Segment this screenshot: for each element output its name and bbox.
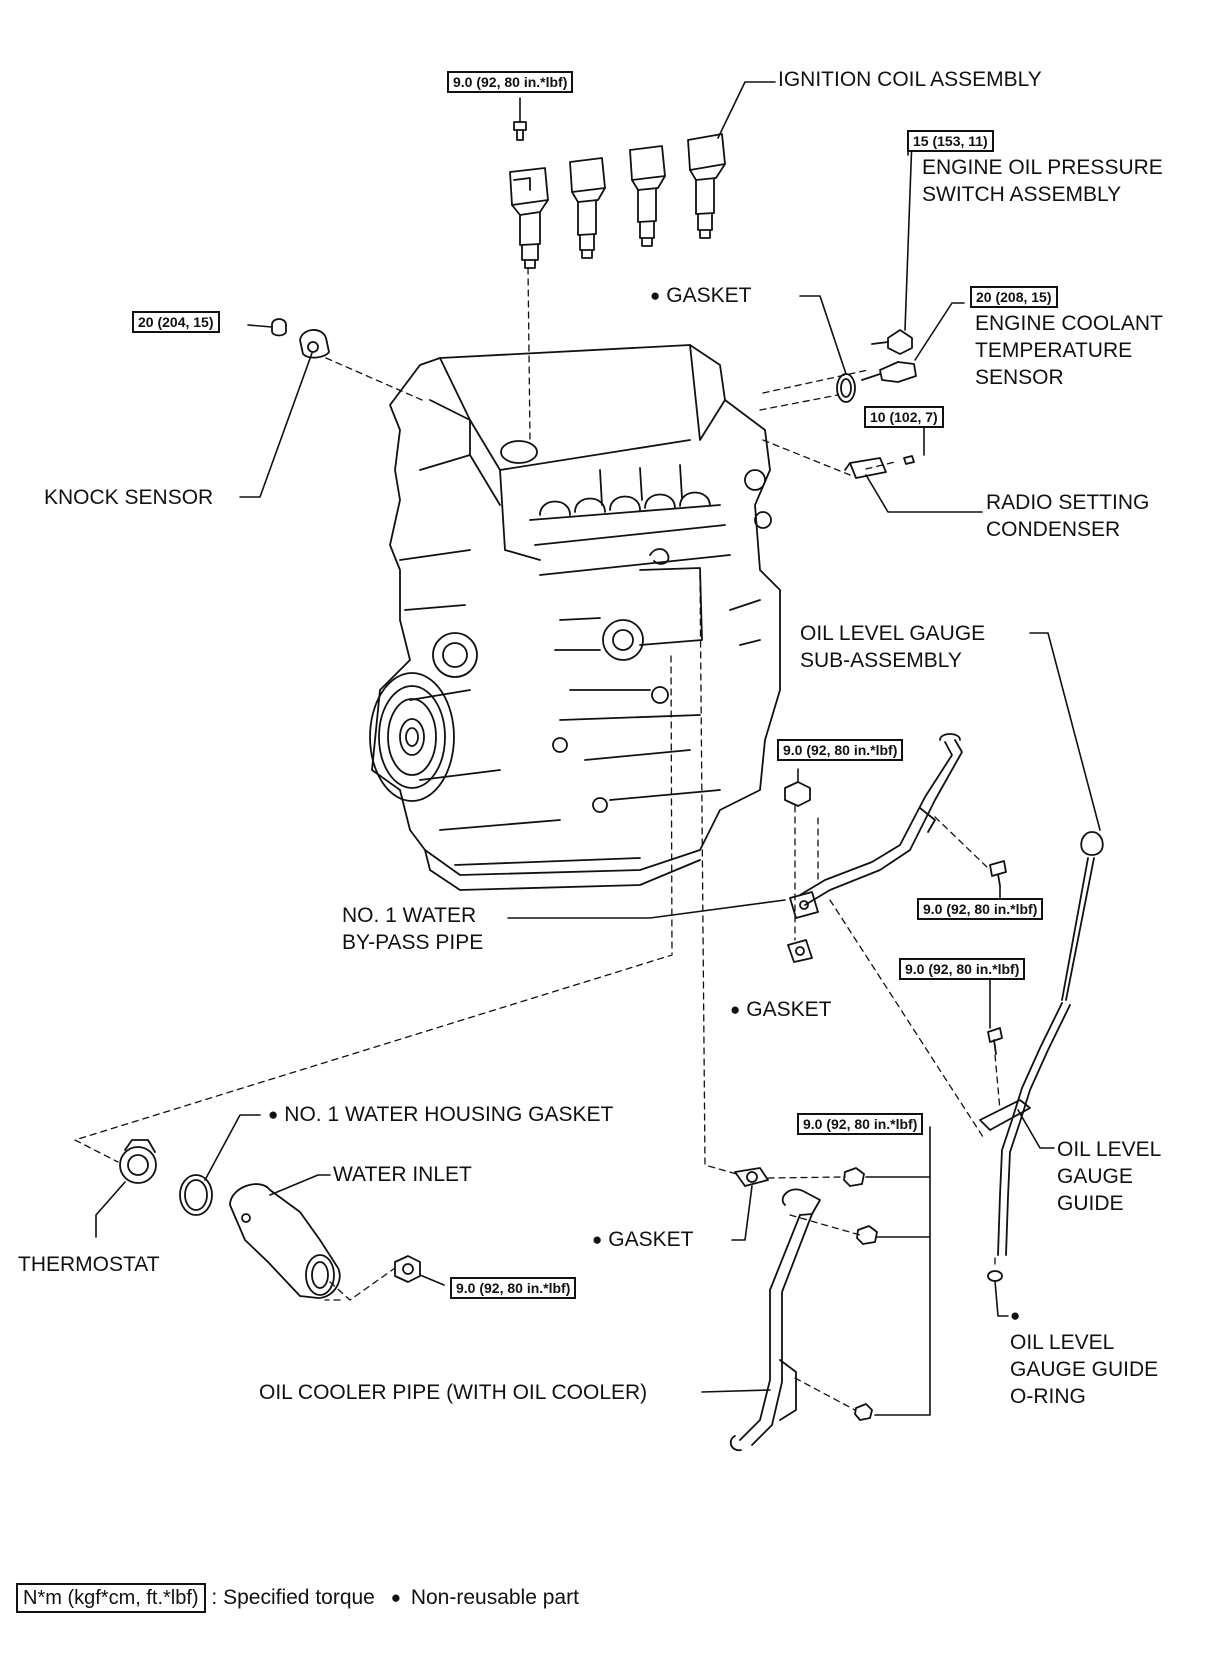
legend-nonreusable-text: Non-reusable part: [410, 1586, 579, 1609]
label-gauge-guide-oring: ●OIL LEVEL GAUGE GUIDE O-RING: [1010, 1306, 1159, 1408]
torque-spec-coolant-sensor: 20 (208, 15): [970, 286, 1058, 308]
torque-spec-oil-pressure-switch: 15 (153, 11): [907, 130, 994, 152]
label-knock-sensor: KNOCK SENSOR: [44, 486, 214, 509]
label-oil-cooler-pipe: OIL COOLER PIPE (WITH OIL COOLER): [259, 1381, 648, 1404]
legend-torque-box: N*m (kgf*cm, ft.*lbf): [16, 1583, 206, 1613]
label-ignition-coil-assembly: IGNITION COIL ASSEMBLY: [778, 68, 1042, 91]
torque-spec-guide-bolt: 9.0 (92, 80 in.*lbf): [899, 958, 1026, 980]
label-water-inlet: WATER INLET: [333, 1163, 472, 1186]
torque-spec-knock-sensor: 20 (204, 15): [132, 311, 220, 333]
label-radio-condenser: RADIO SETTING CONDENSER: [986, 491, 1150, 541]
label-water-housing-gasket: NO. 1 WATER HOUSING GASKET: [268, 1101, 613, 1129]
label-gasket-mid: GASKET: [730, 996, 831, 1024]
small-parts: [119, 318, 1007, 1421]
torque-spec-coil-bolt: 9.0 (92, 80 in.*lbf): [447, 71, 574, 93]
pipes: [729, 733, 1104, 1452]
torque-spec-bypass-nut: 9.0 (92, 80 in.*lbf): [777, 739, 904, 761]
label-thermostat: THERMOSTAT: [18, 1253, 160, 1276]
crank-pulley: [369, 672, 455, 802]
leader-lines: [95, 81, 1101, 1416]
label-gasket-low: GASKET: [592, 1226, 693, 1254]
torque-spec-cooler-pipe: 9.0 (92, 80 in.*lbf): [797, 1113, 924, 1135]
label-coolant-temp-sensor: ENGINE COOLANT TEMPERATURE SENSOR: [975, 312, 1163, 389]
assembly-lines: [74, 267, 1001, 1411]
torque-spec-water-inlet: 9.0 (92, 80 in.*lbf): [450, 1277, 577, 1299]
legend-bullet-icon: ●: [390, 1588, 401, 1607]
label-gauge-guide: OIL LEVEL GAUGE GUIDE: [1057, 1138, 1162, 1215]
label-oil-pressure-switch: ENGINE OIL PRESSURE SWITCH ASSEMBLY: [922, 156, 1163, 206]
torque-spec-bypass-bolt: 9.0 (92, 80 in.*lbf): [917, 898, 1044, 920]
label-water-bypass-pipe: NO. 1 WATER BY-PASS PIPE: [342, 904, 484, 954]
label-oil-level-gauge: OIL LEVEL GAUGE SUB-ASSEMBLY: [800, 622, 986, 672]
label-gasket-top: GASKET: [650, 282, 751, 310]
ignition-coils: [509, 121, 726, 269]
legend-torque-text: : Specified torque: [211, 1586, 375, 1609]
legend: N*m (kgf*cm, ft.*lbf) : Specified torque…: [16, 1583, 579, 1613]
engine-block: [369, 344, 781, 891]
torque-spec-condenser: 10 (102, 7): [864, 406, 944, 428]
